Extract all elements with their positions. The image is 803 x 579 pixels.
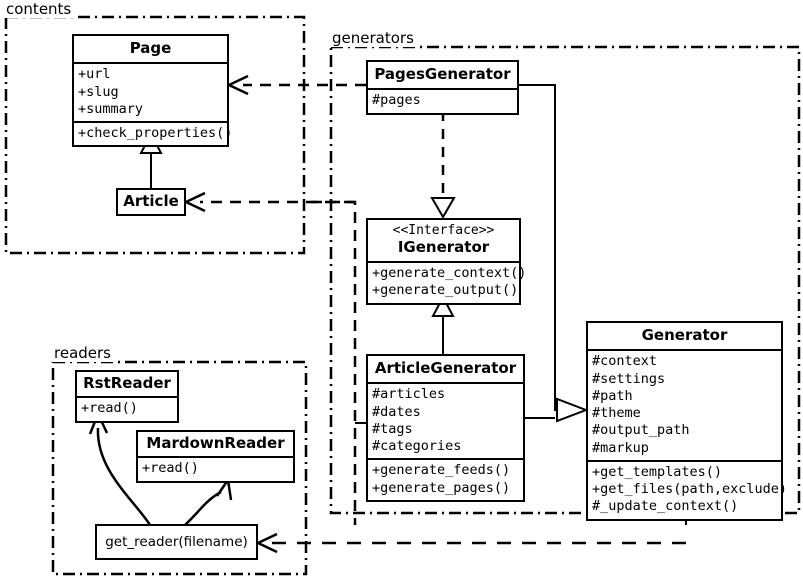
class-box-article[interactable]: Article [116,188,186,217]
class-operation: #_update_context() [592,498,739,515]
class-name-article: Article [123,192,179,210]
class-attribute: #context [592,353,658,370]
function-box-get-reader[interactable]: get_reader(filename) [95,524,258,560]
class-name-text-igenerator: IGenerator [397,237,490,256]
relation-pagesgenerator-to-generator [519,84,589,423]
class-attributes-pagesgenerator: #pages [368,88,517,112]
package-border-generators-inner [311,200,357,525]
class-name-articlegenerator: ArticleGenerator [374,359,517,377]
class-name-rstreader: RstReader [83,374,171,392]
class-operation: +generate_pages() [372,479,511,496]
class-name-mardownreader: MardownReader [146,434,285,452]
class-operations-generator: +get_templates() +get_files(path,exclude… [588,459,788,519]
class-attribute: #path [592,387,633,404]
class-operation: +read() [142,460,199,477]
class-box-page[interactable]: Page +url +slug +summary +check_properti… [72,34,233,148]
class-attribute: +summary [78,100,144,117]
class-attribute: #theme [592,405,641,422]
class-operations-igenerator: +generate_context() +generate_output() [368,261,527,303]
class-name-pagesgenerator: PagesGenerator [374,65,511,83]
class-attribute: #markup [592,439,649,456]
relation-getreader-to-mardownreader [184,479,233,526]
package-label-contents: contents [4,0,74,18]
class-name-igenerator: <<Interface>> IGenerator [368,220,519,261]
class-name-generator: Generator [641,326,728,344]
package-label-readers: readers [52,344,113,362]
class-operations-mardownreader: +read() [138,456,293,480]
class-attribute: +url [78,66,111,83]
class-operation: +read() [81,400,138,417]
class-attribute: #categories [372,438,462,455]
function-label-get-reader: get_reader(filename) [105,534,248,550]
class-attribute: #articles [372,386,446,403]
class-attribute: #settings [592,370,666,387]
class-operation: +generate_context() [372,265,527,282]
class-attribute: +slug [78,83,119,100]
class-operation: +generate_output() [372,282,519,299]
class-operation: +check_properties() [78,125,233,142]
class-operation: +get_files(path,exclude) [592,481,788,498]
class-operation: +get_templates() [592,463,723,480]
class-box-articlegenerator[interactable]: ArticleGenerator #articles #dates #tags … [366,354,525,502]
class-operations-articlegenerator: +generate_feeds() +generate_pages() [368,458,523,500]
class-attribute: #pages [372,92,421,109]
relation-articlegenerator-to-igenerator [431,294,455,354]
relation-generator-to-getreader [257,532,686,554]
relation-pagesgenerator-to-igenerator [430,111,456,219]
class-attribute: #output_path [592,422,690,439]
class-attributes-articlegenerator: #articles #dates #tags #categories [368,382,523,458]
class-attributes-generator: #context #settings #path #theme #output_… [588,349,781,460]
class-box-pagesgenerator[interactable]: PagesGenerator #pages [366,60,519,115]
class-box-mardownreader[interactable]: MardownReader +read() [136,430,295,483]
relation-pagesgenerator-to-page [228,74,366,96]
relation-articlegenerator-to-article [185,191,355,213]
class-operations-page: +check_properties() [74,121,233,145]
class-attributes-page: +url +slug +summary [74,62,227,121]
class-stereotype-igenerator: <<Interface>> [392,223,495,238]
class-operation: +generate_feeds() [372,462,511,479]
class-attribute: #tags [372,420,413,437]
package-label-generators: generators [330,29,416,47]
class-box-generator[interactable]: Generator #context #settings #path #them… [586,321,788,521]
class-attribute: #dates [372,403,421,420]
class-box-igenerator[interactable]: <<Interface>> IGenerator +generate_conte… [366,218,527,305]
class-operations-rstreader: +read() [77,396,177,420]
class-box-rstreader[interactable]: RstReader +read() [75,370,179,423]
class-name-page: Page [129,39,172,57]
